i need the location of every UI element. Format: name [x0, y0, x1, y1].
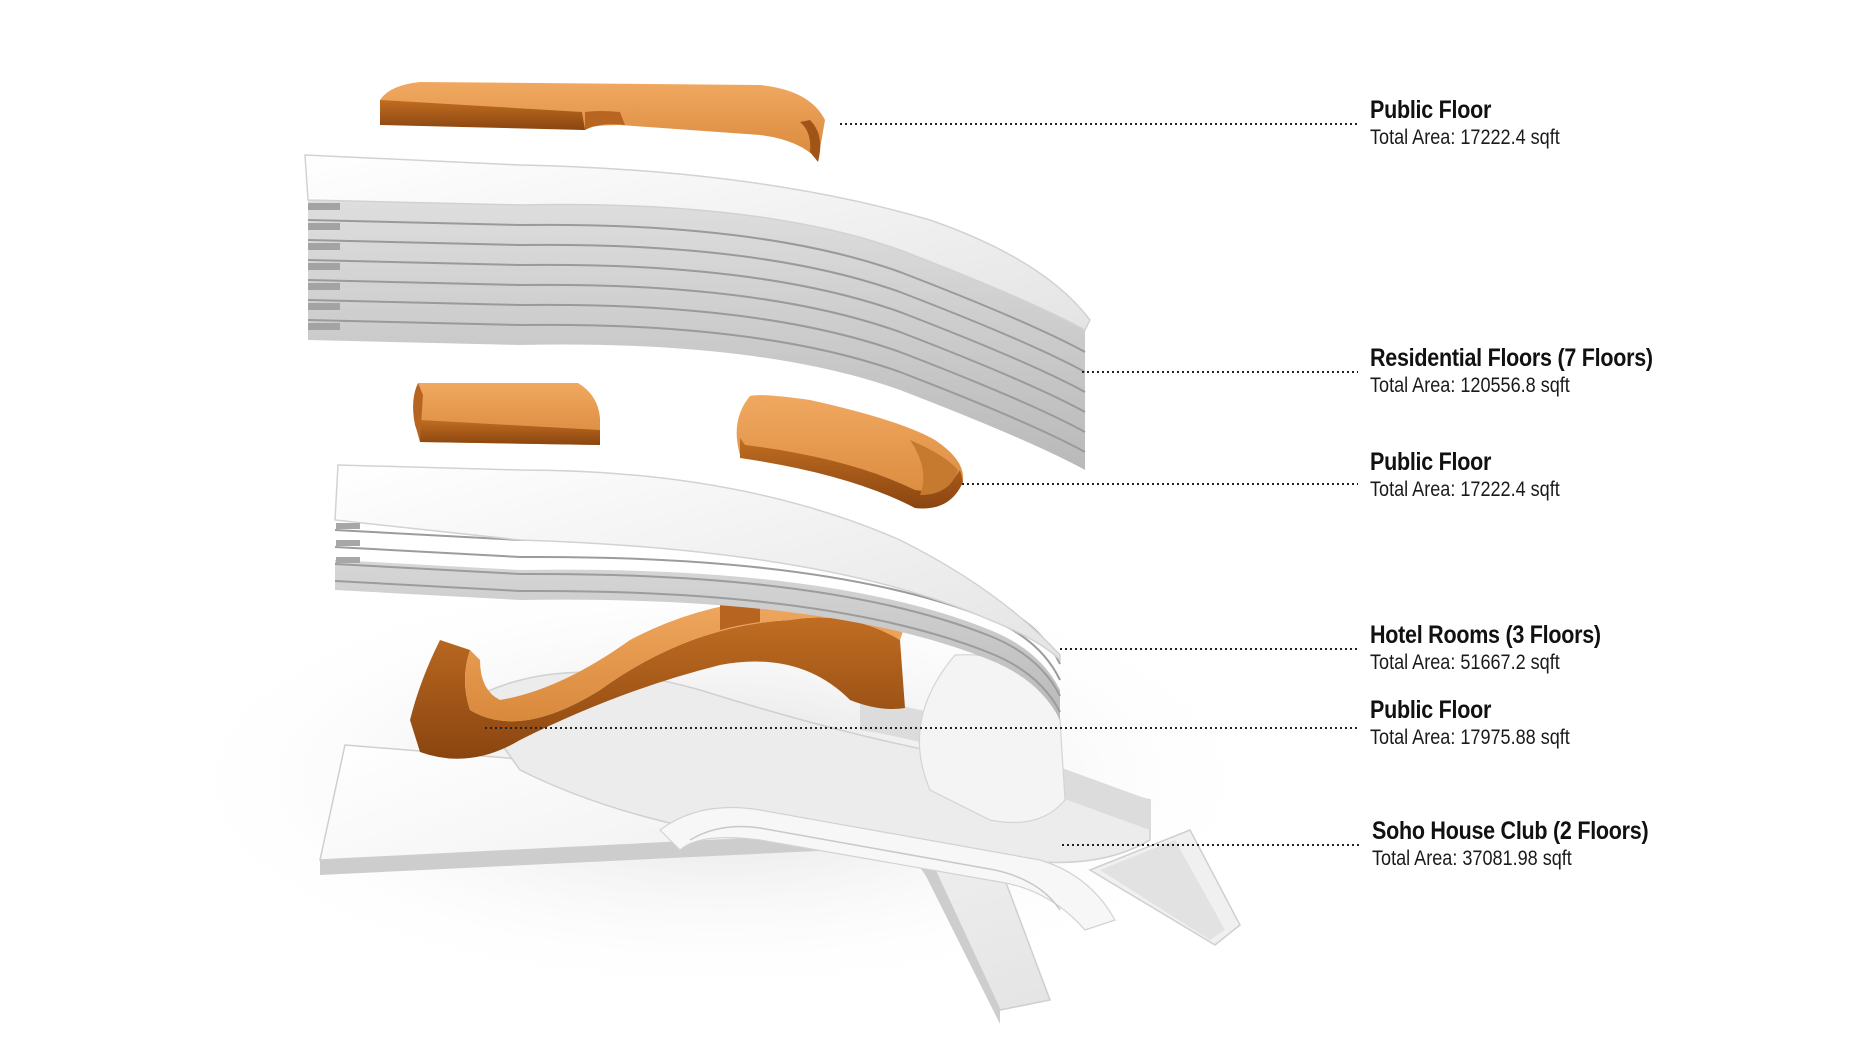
top-public-floor	[380, 82, 825, 162]
callout-residential-floors: Residential Floors (7 Floors) Total Area…	[1370, 344, 1699, 399]
callout-title: Residential Floors (7 Floors)	[1370, 344, 1653, 372]
callout-top-public-floor: Public Floor Total Area: 17222.4 sqft	[1370, 96, 1591, 151]
residential-slot-gaps	[308, 203, 340, 330]
callout-area: Total Area: 51667.2 sqft	[1370, 651, 1560, 674]
residential-slabs	[304, 154, 1091, 470]
callout-area: Total Area: 120556.8 sqft	[1370, 374, 1570, 397]
callout-area: Total Area: 37081.98 sqft	[1372, 847, 1572, 870]
callout-area: Total Area: 17222.4 sqft	[1370, 126, 1560, 149]
club-floors	[468, 654, 1151, 931]
callout-title: Soho House Club (2 Floors)	[1372, 817, 1649, 845]
residential-floor-lines	[307, 219, 1086, 453]
callout-title: Public Floor	[1370, 448, 1492, 476]
callout-title: Public Floor	[1370, 96, 1492, 124]
middle-public-floor-blocks	[413, 383, 964, 509]
callout-hotel-rooms: Hotel Rooms (3 Floors) Total Area: 51667…	[1370, 621, 1638, 676]
leader-lines	[485, 123, 1360, 846]
callout-middle-public-floor: Public Floor Total Area: 17222.4 sqft	[1370, 448, 1591, 503]
hotel-slot-gaps	[336, 523, 360, 563]
callout-title: Hotel Rooms (3 Floors)	[1370, 621, 1601, 649]
hotel-rooms-slabs	[334, 464, 1061, 720]
callout-title: Public Floor	[1370, 696, 1492, 724]
callout-area: Total Area: 17222.4 sqft	[1370, 478, 1560, 501]
callout-soho-house-club: Soho House Club (2 Floors) Total Area: 3…	[1372, 817, 1693, 872]
callout-area: Total Area: 17975.88 sqft	[1370, 726, 1570, 749]
callout-lower-public-floor: Public Floor Total Area: 17975.88 sqft	[1370, 696, 1602, 751]
